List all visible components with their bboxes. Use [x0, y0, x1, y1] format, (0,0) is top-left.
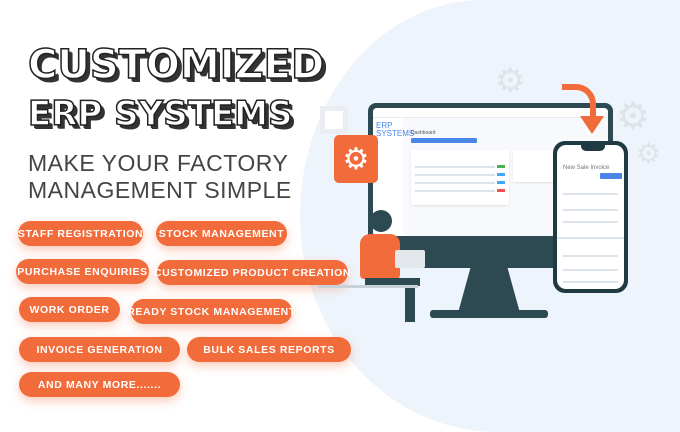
desk	[318, 285, 418, 288]
chair-seat	[365, 278, 420, 286]
feature-pill: PURCHASE ENQUIRIES	[16, 259, 149, 284]
gear-icon: ⚙	[334, 135, 378, 183]
headline-line2: ERP SYSTEMS	[27, 93, 293, 135]
feature-pill: AND MANY MORE.......	[19, 372, 180, 397]
phone: New Sale Invoice	[553, 141, 628, 293]
dashboard-button[interactable]	[411, 138, 477, 143]
invoice-screen: New Sale Invoice	[557, 145, 624, 289]
gear-icon: ⚙	[636, 138, 662, 169]
feature-pill: READY STOCK MANAGEMENT	[127, 299, 295, 324]
laptop	[395, 250, 425, 268]
add-button[interactable]	[600, 173, 622, 179]
subheadline-line1: MAKE YOUR FACTORY	[28, 150, 289, 176]
gear-icon: ⚙	[616, 96, 651, 138]
person-with-laptop-illustration	[360, 234, 400, 279]
monitor-stand	[458, 268, 520, 313]
arrow-down-icon	[580, 116, 604, 134]
dashboard-title: Dashboard	[411, 130, 436, 136]
gear-icon: ⚙	[495, 62, 526, 100]
person-head	[370, 210, 392, 232]
monitor-base	[430, 310, 548, 318]
feature-pill: STOCK MANAGEMENT	[156, 221, 287, 246]
feature-pill: WORK ORDER	[19, 297, 120, 322]
feature-pill: INVOICE GENERATION	[19, 337, 180, 362]
person-legs	[405, 280, 415, 322]
arrow-curve	[562, 84, 596, 118]
subheadline-line2: MANAGEMENT SIMPLE	[28, 177, 292, 203]
feature-pill: STAFF REGISTRATION	[18, 221, 143, 246]
feature-pill: BULK SALES REPORTS	[187, 337, 351, 362]
feature-pill: CUSTOMIZED PRODUCT CREATION	[154, 260, 351, 285]
headline-line1: CUSTOMIZED	[27, 41, 325, 89]
invoice-title: New Sale Invoice	[563, 165, 610, 171]
decorative-square	[320, 106, 348, 134]
erp-logo: ERP SYSTEMS	[376, 121, 415, 138]
